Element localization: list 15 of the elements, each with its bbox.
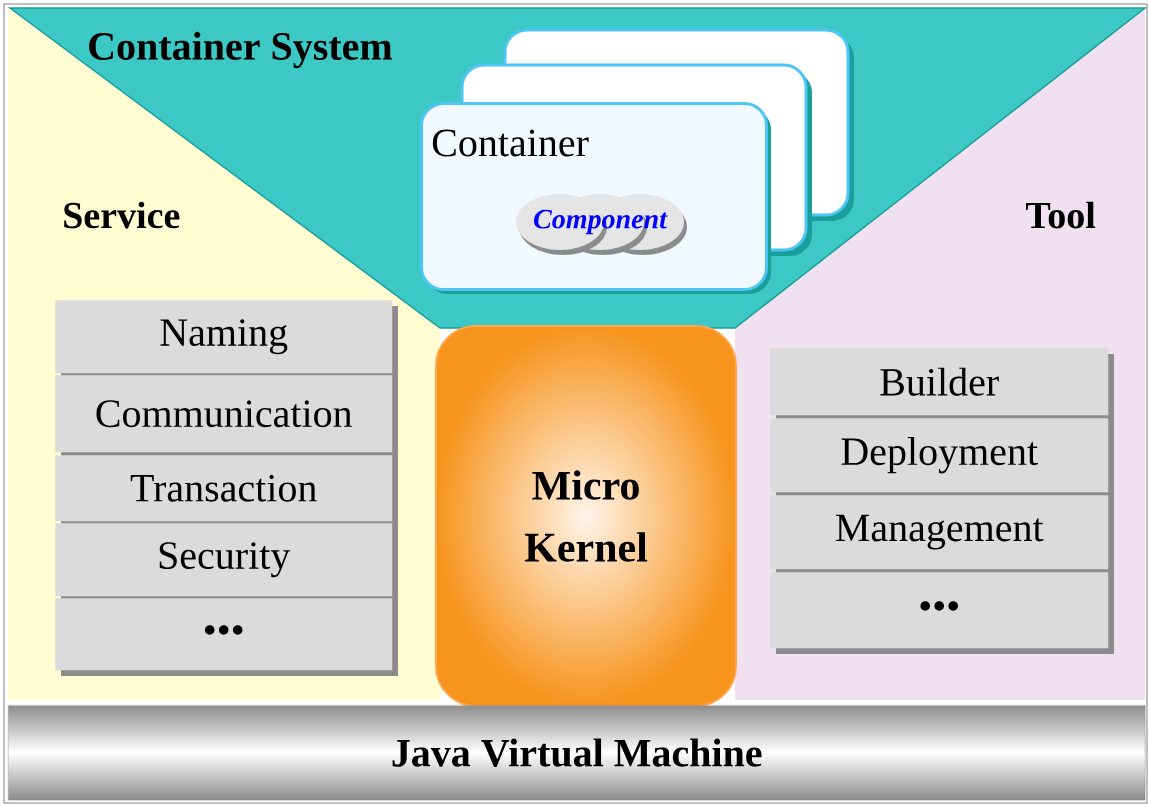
node-label: Communication: [96, 400, 353, 428]
list-item: Security: [55, 523, 393, 597]
node-label: •••: [204, 625, 243, 635]
list-item: Naming: [55, 300, 393, 374]
component-discs: Component: [516, 194, 687, 255]
list-item: Deployment: [770, 418, 1109, 493]
list-item: •••: [770, 572, 1109, 649]
list-item: Management: [770, 495, 1109, 570]
node-label: Transaction: [130, 474, 317, 502]
list-item: Transaction: [55, 455, 393, 522]
list-item: Builder: [770, 348, 1109, 416]
list-item: •••: [55, 598, 393, 671]
list-item: Communication: [55, 375, 393, 453]
node-label: Security: [159, 542, 291, 578]
platform-bar: Java Virtual Machine: [8, 705, 1146, 801]
